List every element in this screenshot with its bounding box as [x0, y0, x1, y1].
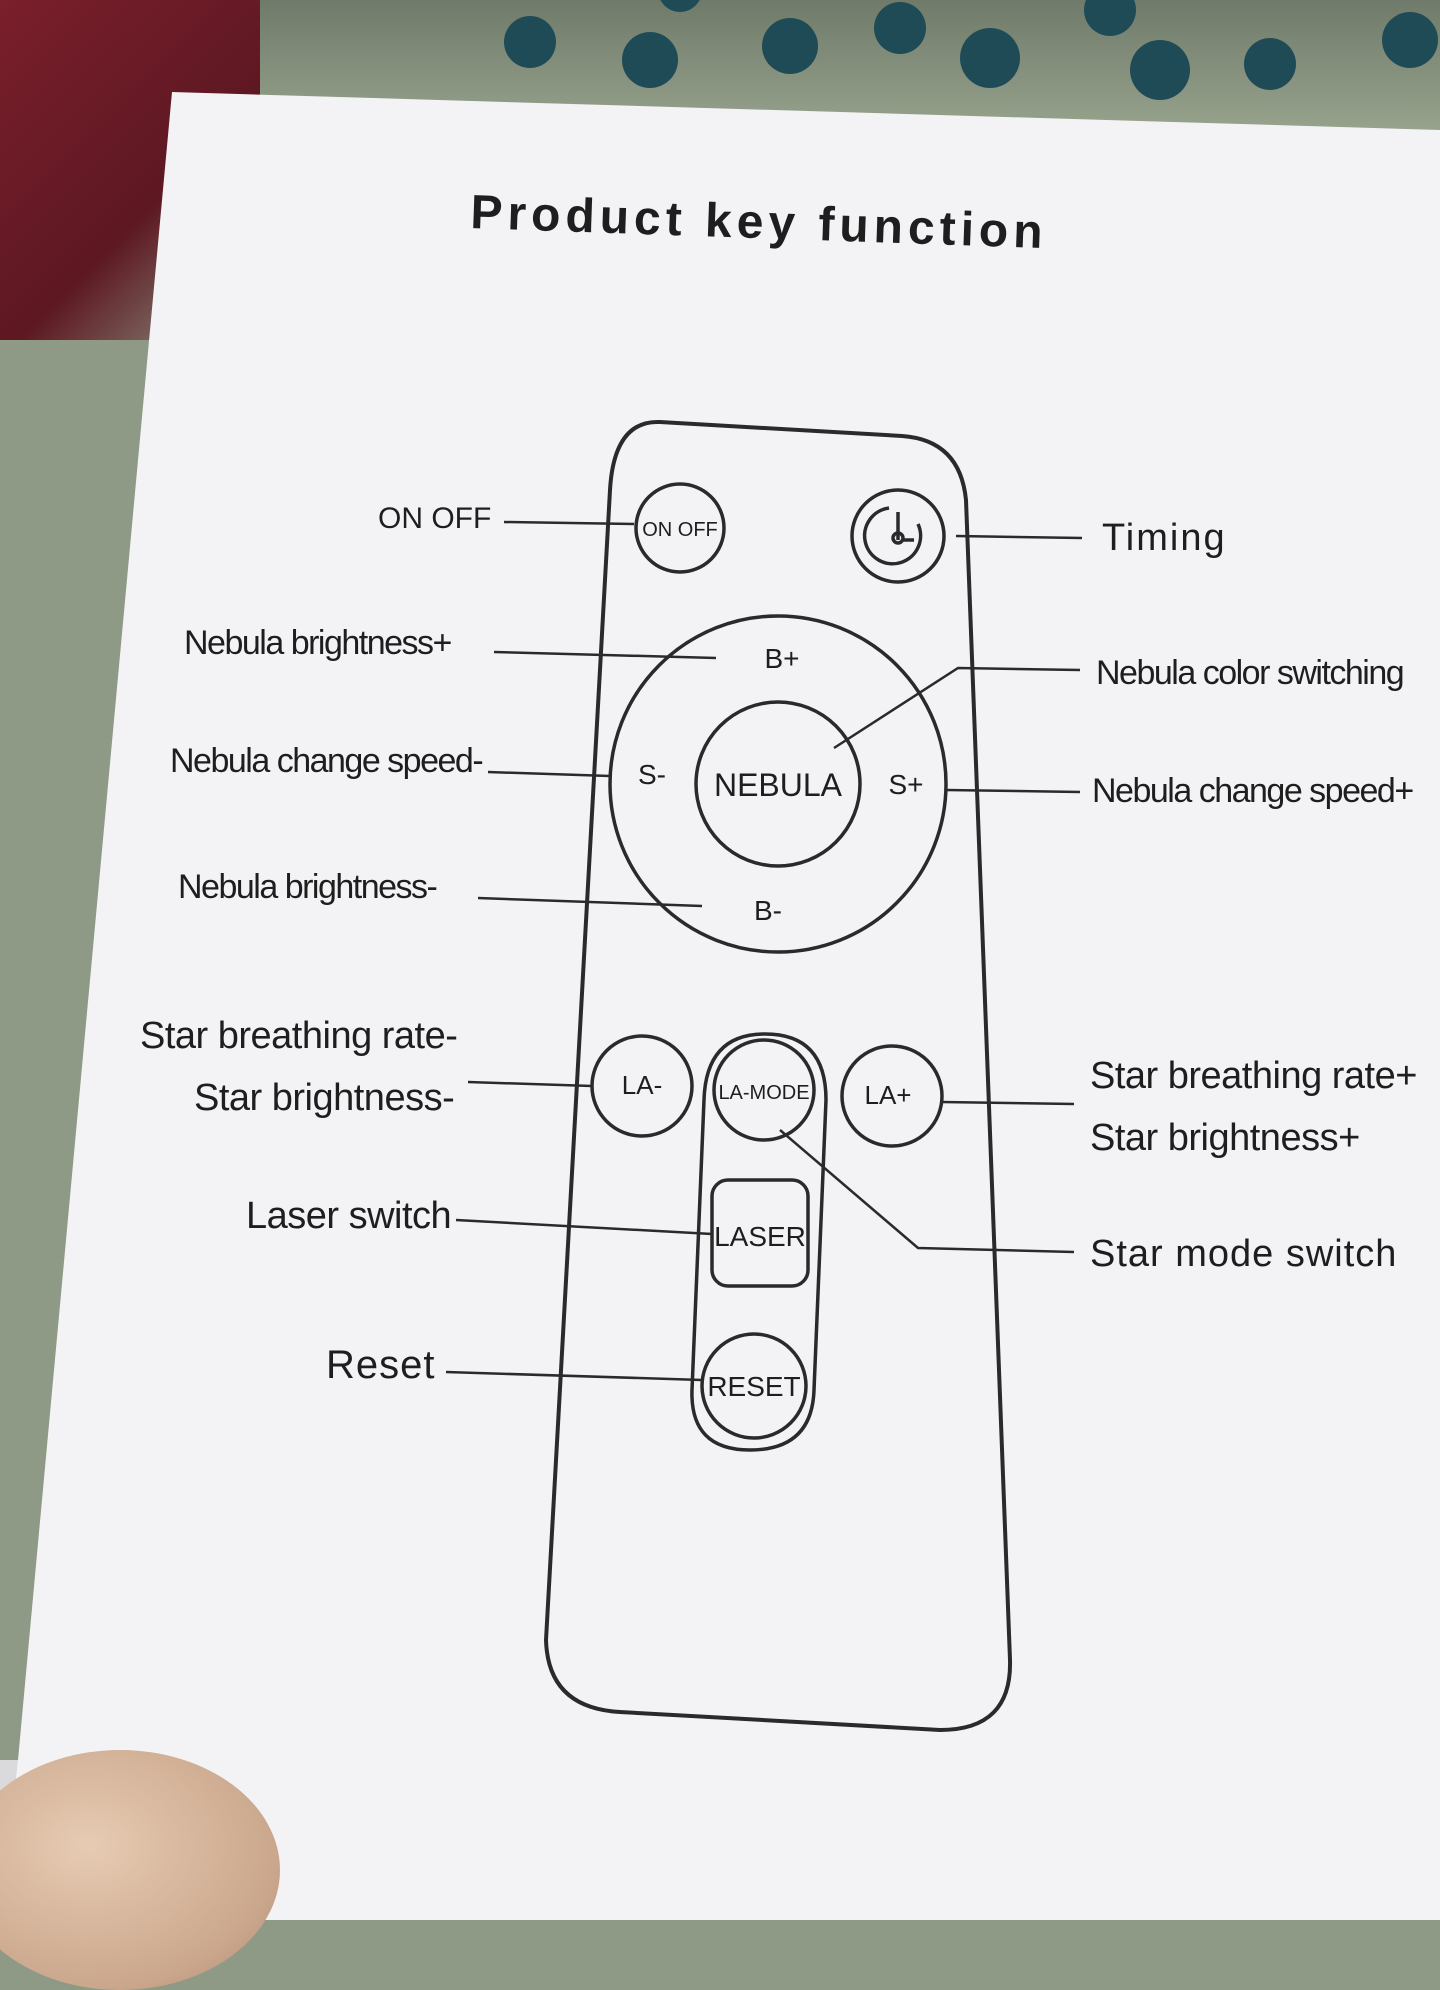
remote-outline	[543, 419, 1013, 1733]
la-plus-button-label: LA+	[865, 1080, 912, 1110]
label-reset: Reset	[326, 1343, 436, 1387]
timing-button	[850, 488, 946, 584]
paper-sheet	[0, 92, 1440, 1920]
la-mode-button-label: LA-MODE	[718, 1082, 809, 1104]
on-off-button-label: ON OFF	[642, 519, 718, 541]
label-nebula-brightness-plus: Nebula brightness+	[184, 624, 452, 662]
label-star-breathing-rate-plus: Star breathing rate+	[1090, 1055, 1417, 1097]
la-mode-button	[712, 1038, 816, 1142]
reset-button	[700, 1332, 808, 1440]
label-nebula-color-switching: Nebula color switching	[1096, 654, 1403, 692]
s-minus-key: S-	[638, 759, 666, 790]
label-nebula-change-speed-plus: Nebula change speed+	[1092, 772, 1413, 810]
label-star-brightness-plus: Star brightness+	[1090, 1117, 1360, 1159]
laser-button-label: LASER	[714, 1221, 806, 1252]
label-on-off: ON OFF	[378, 502, 491, 535]
label-star-mode-switch: Star mode switch	[1090, 1233, 1397, 1275]
reset-button-label: RESET	[707, 1371, 800, 1402]
b-minus-key: B-	[754, 895, 782, 926]
timer-icon	[862, 506, 923, 566]
b-plus-key: B+	[764, 643, 799, 674]
s-plus-key: S+	[888, 769, 923, 800]
leader-lines	[445, 520, 1083, 1382]
label-nebula-change-speed-minus: Nebula change speed-	[170, 742, 482, 780]
on-off-button	[634, 482, 726, 574]
la-minus-button-label: LA-	[622, 1070, 662, 1100]
label-laser-switch: Laser switch	[246, 1195, 451, 1237]
la-plus-button	[840, 1044, 944, 1148]
nebula-button	[694, 700, 862, 868]
label-star-brightness-minus: Star brightness-	[194, 1077, 454, 1119]
label-timing: Timing	[1102, 517, 1227, 559]
nebula-control-ring	[608, 614, 948, 954]
manual-page: Product key function ON OFF NEBULA B+ B-…	[0, 92, 1440, 1920]
nebula-button-label: NEBULA	[714, 767, 843, 803]
label-nebula-brightness-minus: Nebula brightness-	[178, 868, 437, 906]
fabric-dots	[504, 0, 1438, 100]
center-key-column	[690, 1032, 828, 1452]
label-star-breathing-rate-minus: Star breathing rate-	[140, 1015, 457, 1057]
